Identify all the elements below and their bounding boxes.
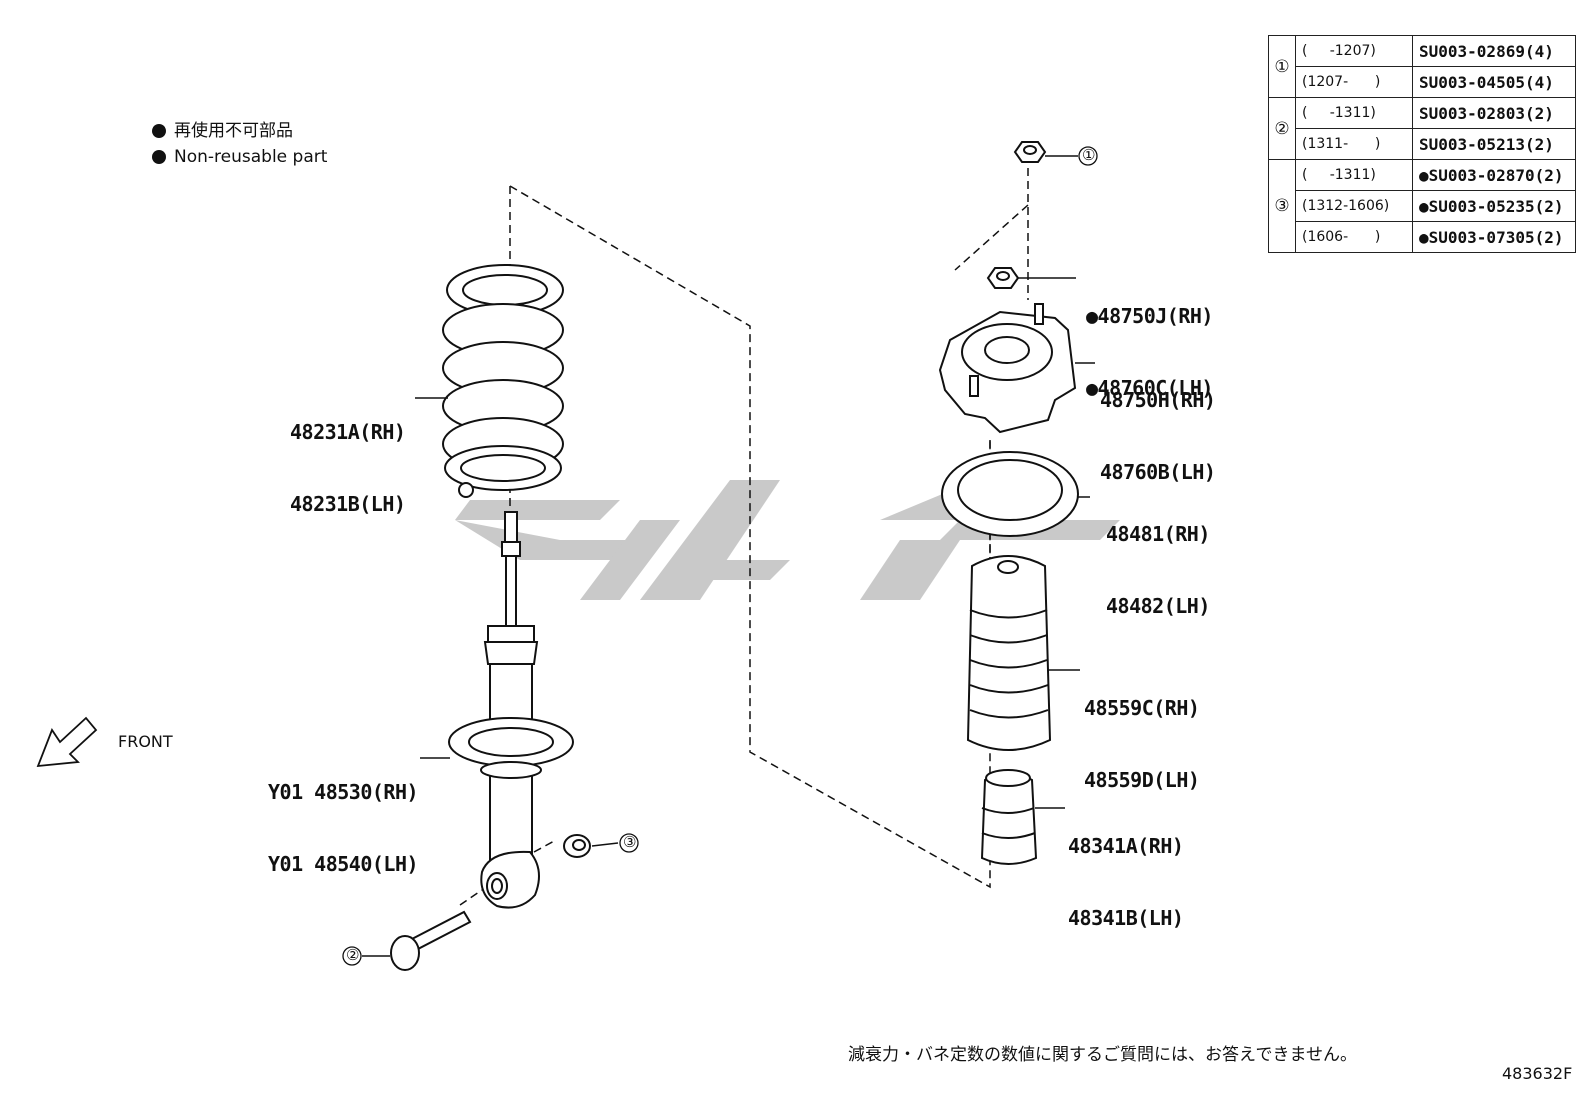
front-arrow-icon (36, 716, 98, 768)
table-range: (1606- ) (1295, 221, 1413, 253)
lower-bolt (390, 910, 472, 971)
dust-boot (966, 555, 1052, 751)
table-part-number[interactable]: ●SU003-07305(2) (1412, 221, 1576, 253)
non-reusable-dot-icon (152, 150, 166, 164)
disclaimer-note: 減衰力・バネ定数の数値に関するご質問には、お答えできません。 (848, 1045, 1357, 1065)
table-part-number[interactable]: SU003-05213(2) (1412, 128, 1576, 160)
label-bearing-rh: 48481(RH) (1106, 522, 1210, 546)
callout-1[interactable]: ① (1082, 146, 1096, 164)
table-range: ( -1311) (1295, 159, 1413, 191)
table-group: ③ (1268, 159, 1296, 253)
coil-spring (442, 264, 564, 498)
mount-nut (986, 267, 1020, 289)
label-mount-nut-lh: ●48760C(LH) (1086, 376, 1213, 400)
label-shock-lh: Y01 48540(LH) (268, 852, 419, 876)
table-part-number[interactable]: ●SU003-05235(2) (1412, 190, 1576, 222)
lower-nut (563, 834, 591, 858)
label-spring-rh: 48231A(RH) (290, 420, 406, 444)
callout-3[interactable]: ③ (623, 833, 637, 851)
label-boot-lh: 48559D(LH) (1084, 768, 1200, 792)
table-group: ① (1268, 35, 1296, 98)
legend-en: Non-reusable part (174, 147, 328, 167)
table-range: (1312-1606) (1295, 190, 1413, 222)
table-row: ③ ( -1311) ●SU003-02870(2) (1268, 159, 1576, 253)
top-nut (1013, 141, 1047, 163)
document-number: 483632F (1502, 1064, 1573, 1083)
fastener-reference-table: ① ( -1207) SU003-02869(4) (1207- ) SU003… (1268, 35, 1576, 253)
label-bump-stop-lh: 48341B(LH) (1068, 906, 1184, 930)
legend: 再使用不可部品 Non-reusable part (152, 118, 327, 170)
table-range: (1311- ) (1295, 128, 1413, 160)
table-part-number[interactable]: ●SU003-02870(2) (1412, 159, 1576, 191)
table-row: ② ( -1311) SU003-02803(2) (1268, 97, 1576, 160)
table-row: (1606- ) ●SU003-07305(2) (1269, 221, 1576, 253)
label-shock-rh: Y01 48530(RH) (268, 780, 419, 804)
table-part-number[interactable]: SU003-04505(4) (1412, 66, 1576, 98)
non-reusable-dot-icon (152, 124, 166, 138)
table-range: ( -1207) (1295, 35, 1413, 67)
label-mount-nut[interactable]: ●48750J(RH) ●48760C(LH) (1086, 256, 1213, 424)
bump-stop (980, 769, 1038, 865)
table-range: (1207- ) (1295, 66, 1413, 98)
table-part-number[interactable]: SU003-02869(4) (1412, 35, 1576, 67)
label-bearing[interactable]: 48481(RH) 48482(LH) (1106, 474, 1210, 642)
label-boot-rh: 48559C(RH) (1084, 696, 1200, 720)
label-strut-mount-rh: 48750H(RH) (1100, 388, 1216, 412)
table-part-number[interactable]: SU003-02803(2) (1412, 97, 1576, 129)
callout-leaders (362, 155, 1095, 957)
table-row: ① ( -1207) SU003-02869(4) (1268, 35, 1576, 98)
table-group: ② (1268, 97, 1296, 160)
label-mount-nut-rh: ●48750J(RH) (1086, 304, 1213, 328)
label-boot[interactable]: 48559C(RH) 48559D(LH) (1084, 648, 1200, 816)
callout-circles (342, 146, 1098, 966)
table-row: (1207- ) SU003-04505(4) (1269, 66, 1576, 98)
label-bump-stop-rh: 48341A(RH) (1068, 834, 1184, 858)
label-strut-mount-lh: 48760B(LH) (1100, 460, 1216, 484)
table-row: (1311- ) SU003-05213(2) (1269, 128, 1576, 160)
table-row: (1312-1606) ●SU003-05235(2) (1269, 190, 1576, 222)
callout-2[interactable]: ② (346, 946, 360, 964)
legend-jp: 再使用不可部品 (174, 121, 293, 141)
label-bearing-lh: 48482(LH) (1106, 594, 1210, 618)
strut-mount (938, 303, 1077, 434)
front-label: FRONT (118, 732, 173, 751)
label-spring[interactable]: 48231A(RH) 48231B(LH) (290, 372, 406, 540)
label-strut-mount[interactable]: 48750H(RH) 48760B(LH) (1100, 340, 1216, 508)
shock-absorber (448, 511, 574, 909)
table-range: ( -1311) (1295, 97, 1413, 129)
label-shock[interactable]: Y01 48530(RH) Y01 48540(LH) (268, 732, 419, 900)
label-bump-stop[interactable]: 48341A(RH) 48341B(LH) (1068, 786, 1184, 954)
bearing-ring (941, 451, 1079, 537)
label-spring-lh: 48231B(LH) (290, 492, 406, 516)
